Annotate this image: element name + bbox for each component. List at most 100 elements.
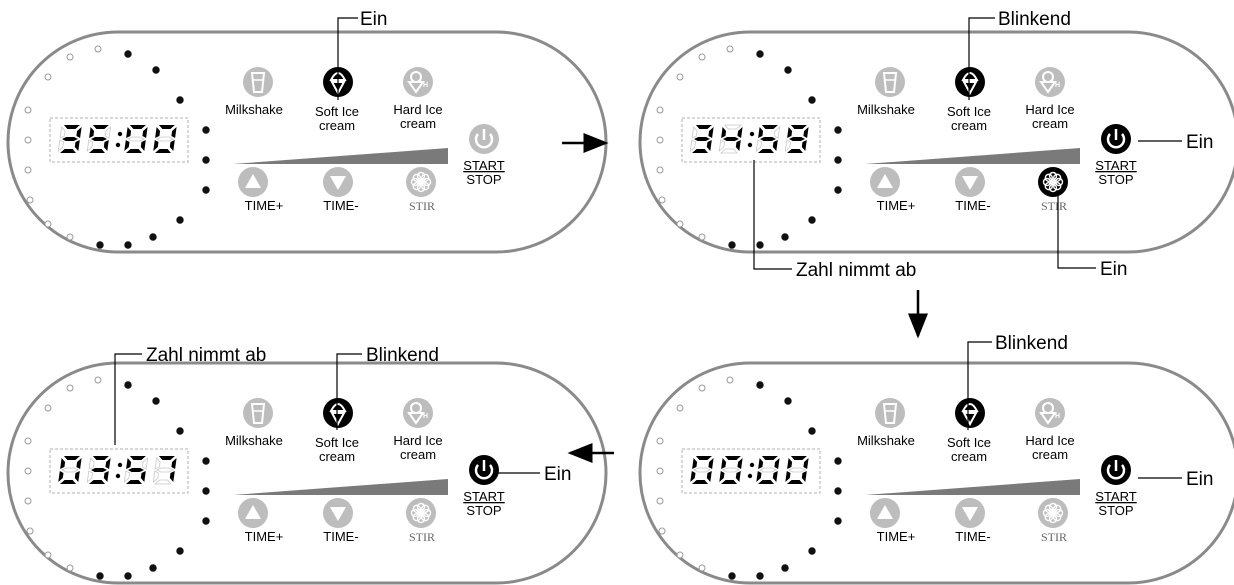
display-digit xyxy=(785,456,809,484)
stir-label: STIR xyxy=(409,199,435,213)
progress-dot xyxy=(66,233,74,241)
milkshake-label: Milkshake xyxy=(225,433,283,448)
progress-dot xyxy=(808,216,816,224)
segment-c xyxy=(772,140,778,151)
milkshake-button[interactable]: Milkshake xyxy=(225,398,283,448)
stir-flower-icon xyxy=(1038,498,1068,528)
milkshake-cup-icon xyxy=(243,67,273,97)
time-display xyxy=(57,125,177,153)
progress-dot xyxy=(24,467,32,475)
time-plus-button[interactable]: TIME+ xyxy=(238,498,283,544)
stop-label: STOP xyxy=(1098,172,1133,187)
colon-dot xyxy=(115,142,121,148)
start-label: START xyxy=(463,489,504,504)
segment-f xyxy=(60,458,66,469)
progress-dot xyxy=(176,216,184,224)
progress-dot xyxy=(656,497,664,505)
display-digit xyxy=(784,125,809,153)
progress-dot xyxy=(44,220,52,228)
segment-c xyxy=(735,471,741,482)
progress-dot xyxy=(124,381,132,389)
progress-dot xyxy=(781,233,789,241)
segment-g xyxy=(760,137,776,141)
segment-d xyxy=(60,480,76,484)
segment-f xyxy=(721,458,727,469)
colon-dot xyxy=(749,462,755,468)
milkshake-label: Milkshake xyxy=(857,433,915,448)
time-minus-label: TIME- xyxy=(955,198,990,213)
time-plus-button[interactable]: TIME+ xyxy=(870,167,915,213)
time-minus-button[interactable]: TIME- xyxy=(323,498,359,544)
segment-f xyxy=(758,458,764,469)
segment-c xyxy=(74,471,80,482)
time-plus-label: TIME+ xyxy=(877,529,916,544)
hard-ice-label: Hard Ice xyxy=(393,433,442,448)
segment-g xyxy=(722,467,740,473)
milkshake-button[interactable]: Milkshake xyxy=(225,67,283,117)
segment-a xyxy=(761,125,778,129)
progress-dot xyxy=(676,404,684,412)
display-digit xyxy=(690,456,714,484)
segment-a xyxy=(695,125,712,129)
soft-ice-cone-icon xyxy=(323,398,353,428)
segment-c xyxy=(735,140,741,151)
segment-e xyxy=(57,139,64,153)
stir-button[interactable]: STIR xyxy=(406,498,436,544)
segment-g xyxy=(61,467,79,473)
milkshake-cup-icon xyxy=(875,67,905,97)
time-minus-button[interactable]: TIME- xyxy=(955,167,991,213)
progress-dot xyxy=(124,572,132,580)
milkshake-cup-icon xyxy=(875,398,905,428)
milkshake-label: Milkshake xyxy=(225,102,283,117)
soft-ice-label: Soft Ice xyxy=(315,104,359,119)
segment-b xyxy=(171,127,177,138)
time-plus-button[interactable]: TIME+ xyxy=(870,498,915,544)
segment-d xyxy=(155,149,171,153)
segment-b xyxy=(773,125,781,139)
annotation-p3-start: Ein xyxy=(544,464,571,485)
segment-f xyxy=(691,126,698,139)
milkshake-button[interactable]: Milkshake xyxy=(857,398,915,448)
annotation-p1-soft: Ein xyxy=(360,9,387,30)
progress-dot xyxy=(149,233,157,241)
segment-g xyxy=(156,467,174,473)
progress-dot xyxy=(24,166,32,174)
segment-e xyxy=(785,471,791,482)
segment-f xyxy=(126,127,132,138)
progress-dot xyxy=(149,564,157,572)
stir-button[interactable]: STIR xyxy=(1038,167,1068,213)
stir-button[interactable]: STIR xyxy=(1038,498,1068,544)
time-plus-button[interactable]: TIME+ xyxy=(238,167,283,213)
segment-a xyxy=(92,456,109,460)
segment-d xyxy=(787,480,803,484)
progress-dot xyxy=(728,241,736,249)
time-minus-button[interactable]: TIME- xyxy=(955,498,991,544)
stir-button[interactable]: STIR xyxy=(406,167,436,213)
segment-c xyxy=(706,140,712,151)
time-minus-button[interactable]: TIME- xyxy=(323,167,359,213)
annotation-leaders xyxy=(114,17,1182,479)
segment-b xyxy=(737,458,743,469)
segment-f xyxy=(155,127,161,138)
progress-dot xyxy=(124,241,132,249)
segment-e xyxy=(58,471,64,482)
segment-d xyxy=(89,480,105,484)
progress-dot xyxy=(656,437,664,445)
progress-dot xyxy=(202,186,210,194)
milkshake-button[interactable]: Milkshake xyxy=(857,67,915,117)
power-icon xyxy=(469,124,499,154)
time-display xyxy=(690,456,809,484)
